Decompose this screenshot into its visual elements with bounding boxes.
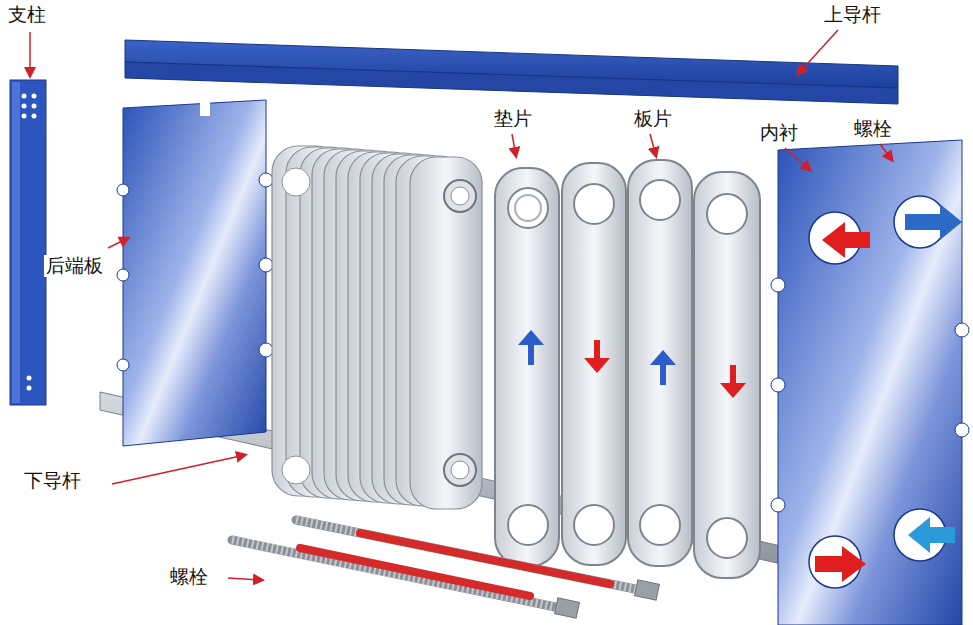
- part-label: 后端板: [44, 255, 105, 277]
- part-label: 下导杆: [22, 470, 83, 492]
- part-label: 上导杆: [822, 4, 883, 26]
- part-label: 垫片: [492, 108, 534, 130]
- part-label: 内衬: [758, 122, 800, 144]
- part-label: 螺栓: [168, 566, 210, 588]
- part-label: 螺栓: [852, 118, 894, 140]
- part-label: 支柱: [6, 4, 48, 26]
- part-label: 板片: [632, 108, 674, 130]
